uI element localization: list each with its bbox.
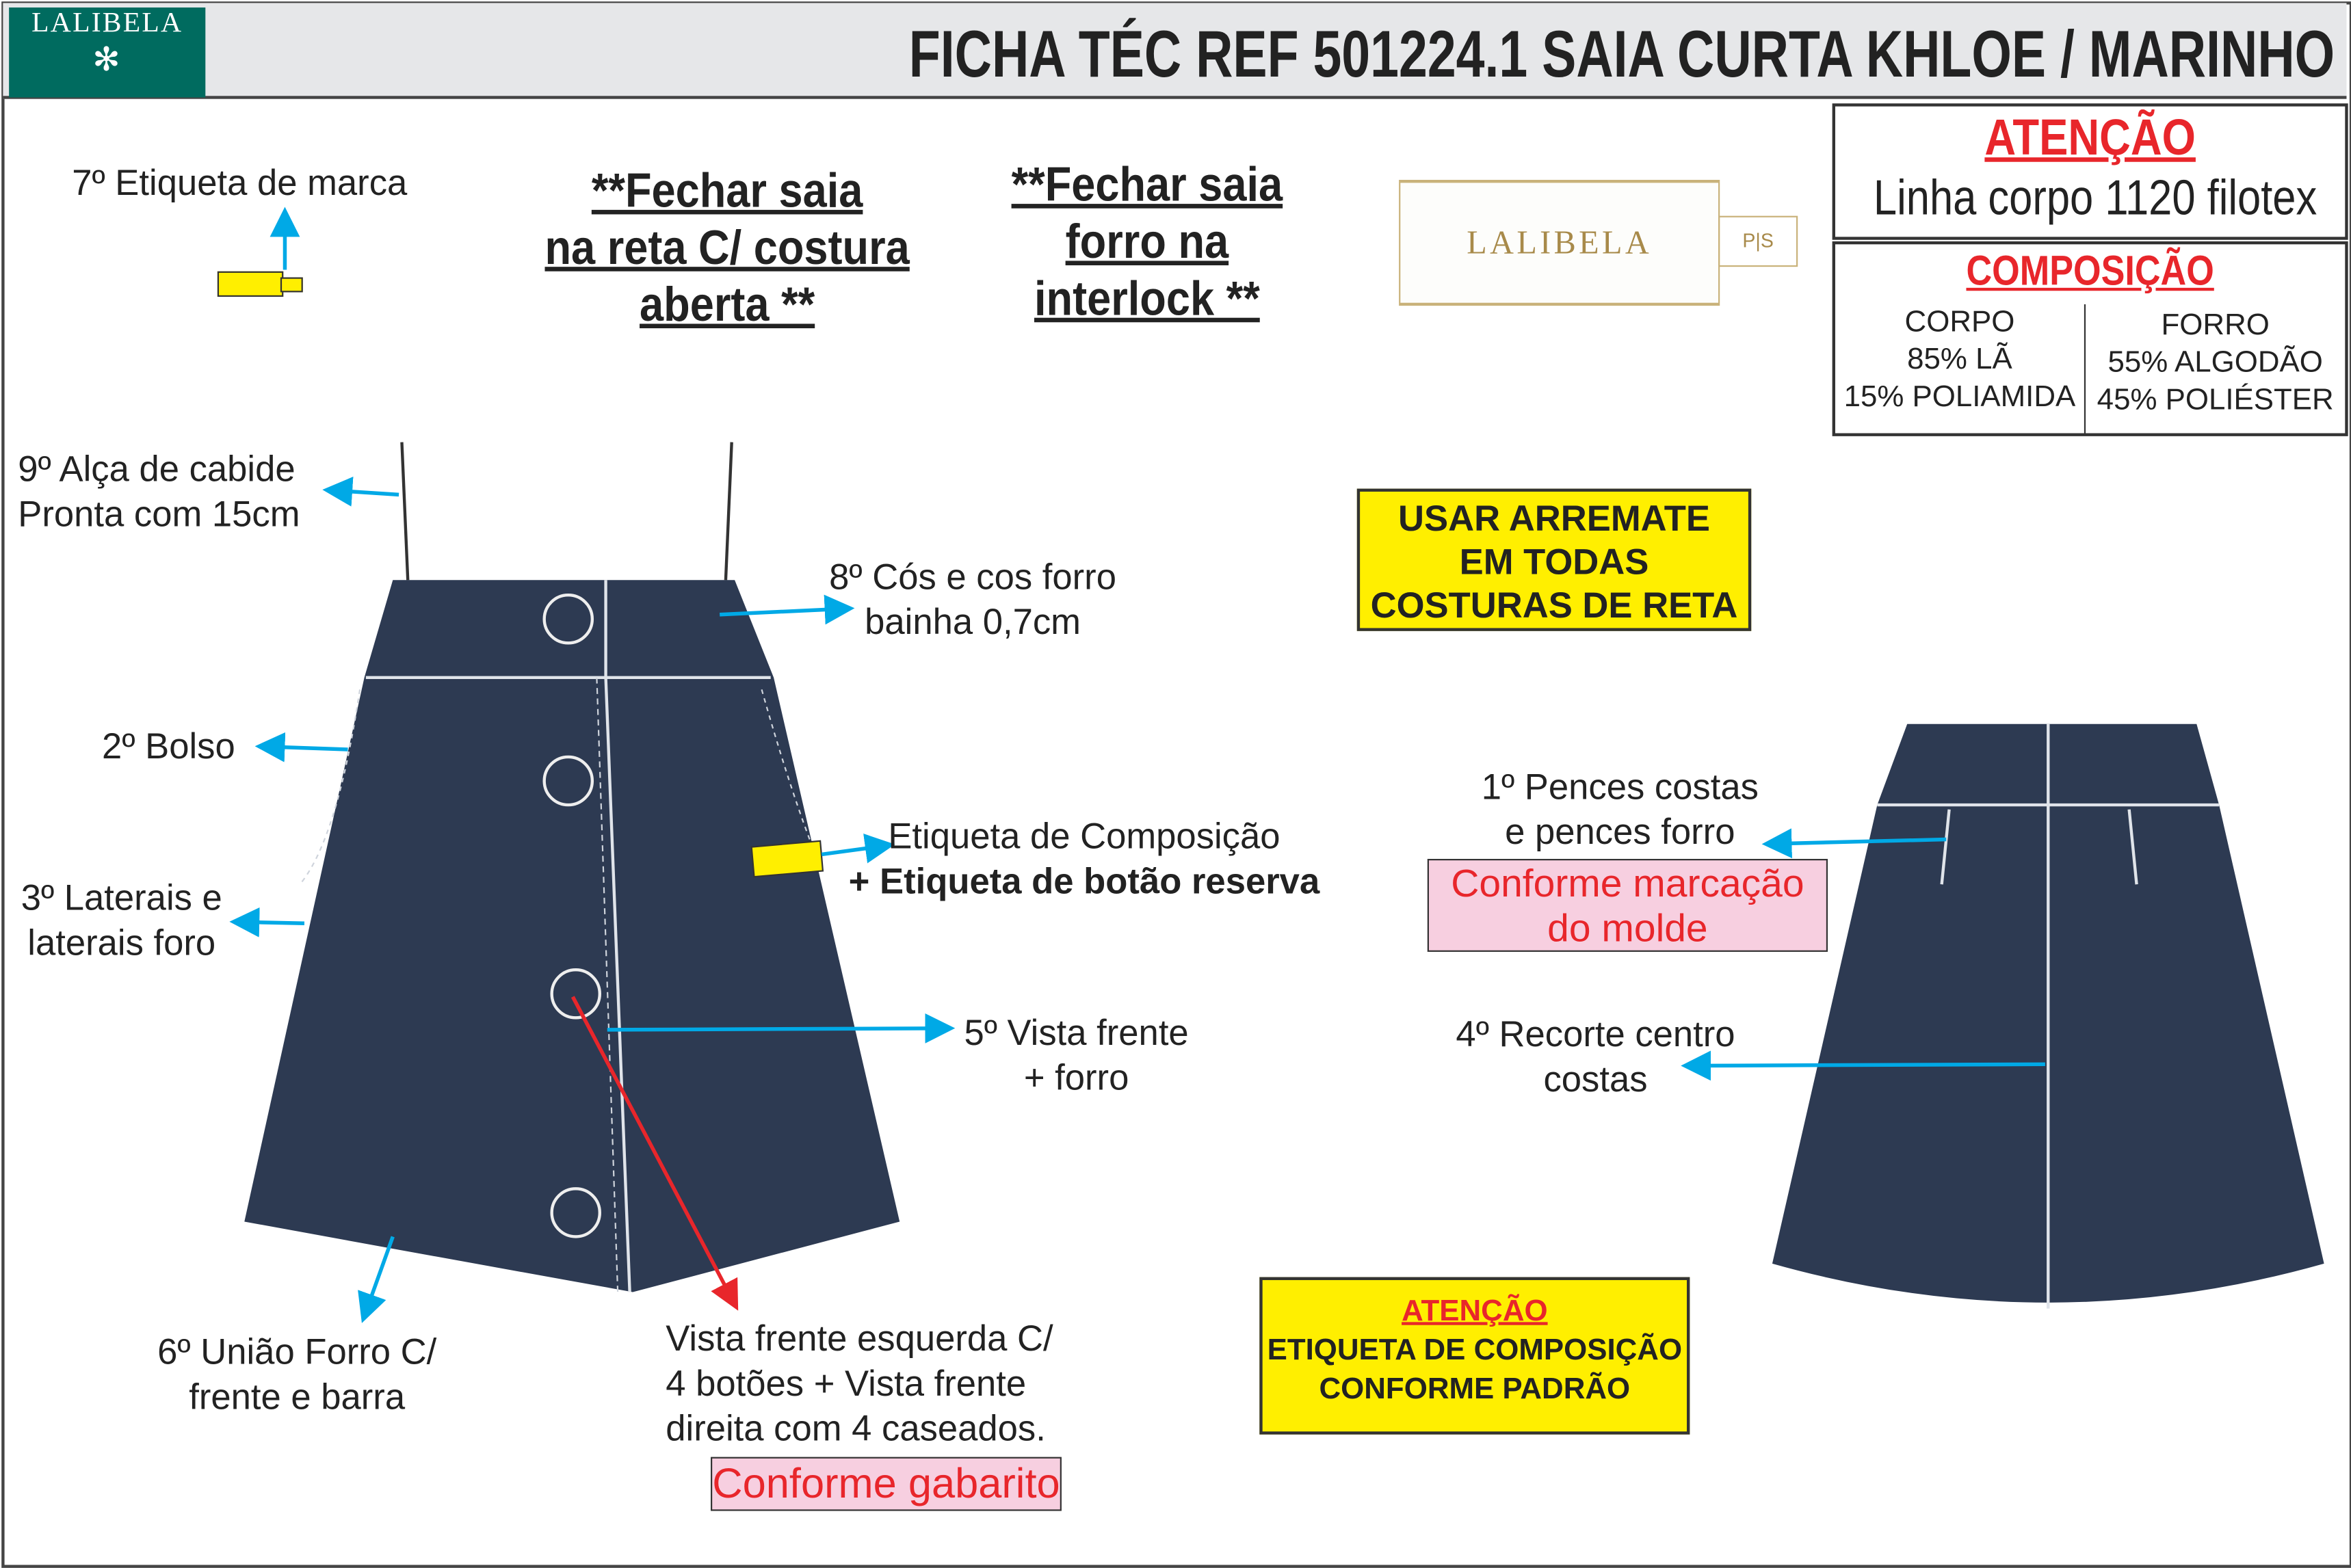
label-line: laterais foro — [27, 923, 216, 964]
label-line: Etiqueta de Composição — [888, 816, 1280, 858]
label-line: 4º Recorte centro — [1456, 1014, 1735, 1056]
note-line: Conforme marcação — [1451, 860, 1804, 905]
hanger-loop — [400, 442, 733, 581]
label-line: 8º Cós e cos forro — [829, 557, 1116, 598]
warning-line: CONFORME PADRÃO — [1319, 1372, 1631, 1407]
logo-text: LALIBELA — [31, 7, 183, 39]
label-line: 5º Vista frente — [964, 1013, 1189, 1054]
attention-box: ATENÇÃO Linha corpo 1120 filotex — [1832, 103, 2348, 240]
attention-title: ATENÇÃO — [1984, 109, 2196, 167]
header: LALIBELA✻ FICHA TÉC REF 501224.1 SAIA CU… — [3, 3, 2347, 99]
front-skirt — [244, 442, 900, 1292]
label-line: e pences forro — [1505, 812, 1735, 853]
label-line: + Etiqueta de botão reserva — [848, 862, 1320, 903]
warning-line: USAR ARREMATE — [1398, 499, 1710, 540]
label-line: 6º União Forro C/ — [157, 1332, 437, 1373]
warning-line: COSTURAS DE RETA — [1370, 586, 1738, 627]
body-line: 15% POLIAMIDA — [1843, 380, 2076, 414]
composition-label-icon — [750, 840, 824, 878]
front-fabric — [244, 580, 900, 1292]
lining-line: 45% POLIÉSTER — [2097, 384, 2334, 417]
lining-label: FORRO — [2161, 308, 2270, 342]
size-tag: P|S — [1718, 215, 1798, 267]
back-skirt — [1772, 723, 2324, 1309]
label-line: frente e barra — [189, 1377, 406, 1418]
pocket-label: 2º Bolso — [102, 727, 235, 768]
label-line: Vista frente esquerda C/ — [666, 1318, 1053, 1360]
label-line: bainha 0,7cm — [865, 602, 1081, 643]
warning-line: ETIQUETA DE COMPOSIÇÃO — [1267, 1333, 1683, 1368]
bee-icon: ✻ — [92, 40, 122, 78]
label-line: + forro — [1023, 1058, 1129, 1099]
label-line: 4 botões + Vista frente — [666, 1364, 1027, 1405]
callout-arrows — [229, 207, 2045, 1323]
label-warning: ATENÇÃO ETIQUETA DE COMPOSIÇÃO CONFORME PA… — [1259, 1277, 1690, 1435]
note-line: aberta ** — [640, 277, 815, 332]
placket-buttons-label: Vista frente esquerda C/4 botões + Vista… — [666, 1318, 1053, 1452]
attention-text: Linha corpo 1120 filotex — [1873, 169, 2317, 225]
warning-line: EM TODAS — [1459, 542, 1649, 583]
note-line: interlock ** — [1034, 271, 1260, 325]
warning-title: ATENÇÃO — [1402, 1294, 1548, 1329]
label-line: 1º Pences costas — [1481, 767, 1759, 808]
label-line: 9º Alça de cabide — [18, 449, 295, 490]
note-line: forro na — [1065, 214, 1229, 269]
front-placket-label: 5º Vista frente+ forro — [964, 1012, 1188, 1102]
note-line: do molde — [1547, 905, 1708, 951]
label-line: costas — [1543, 1059, 1648, 1100]
lining-join-label: 6º União Forro C/frente e barra — [157, 1331, 436, 1421]
composition-label-note: Etiqueta de Composição+ Etiqueta de botã… — [849, 815, 1320, 905]
note-line: **Fechar saia — [591, 163, 863, 217]
brand-tag: LALIBELA — [1399, 180, 1720, 306]
label-line: direita com 4 caseados. — [666, 1409, 1046, 1450]
divider — [2084, 304, 2086, 434]
composition-lining: FORRO 55% ALGODÃO 45% POLIÉSTER — [2086, 307, 2345, 419]
note-line: **Fechar saia — [1011, 157, 1283, 212]
page-title: FICHA TÉC REF 501224.1 SAIA CURTA KHLOE … — [908, 18, 2335, 92]
brand-logo: LALIBELA✻ — [9, 7, 206, 98]
red-arrow — [570, 996, 739, 1311]
lining-line: 55% ALGODÃO — [2107, 346, 2323, 380]
body-line: 85% LÃ — [1907, 343, 2012, 377]
label-line: Pronta com 15cm — [18, 494, 300, 535]
brand-label-note: 7º Etiqueta de marca — [72, 163, 408, 204]
body-label: CORPO — [1904, 306, 2015, 339]
composition-title: COMPOSIÇÃO — [1966, 247, 2214, 294]
note-line: na reta C/ costura — [544, 220, 910, 275]
buttons — [542, 594, 601, 1238]
template-note: Conforme gabarito — [711, 1457, 1062, 1511]
brand-label-tab-icon — [280, 277, 303, 293]
label-line: 3º Laterais e — [21, 878, 222, 919]
